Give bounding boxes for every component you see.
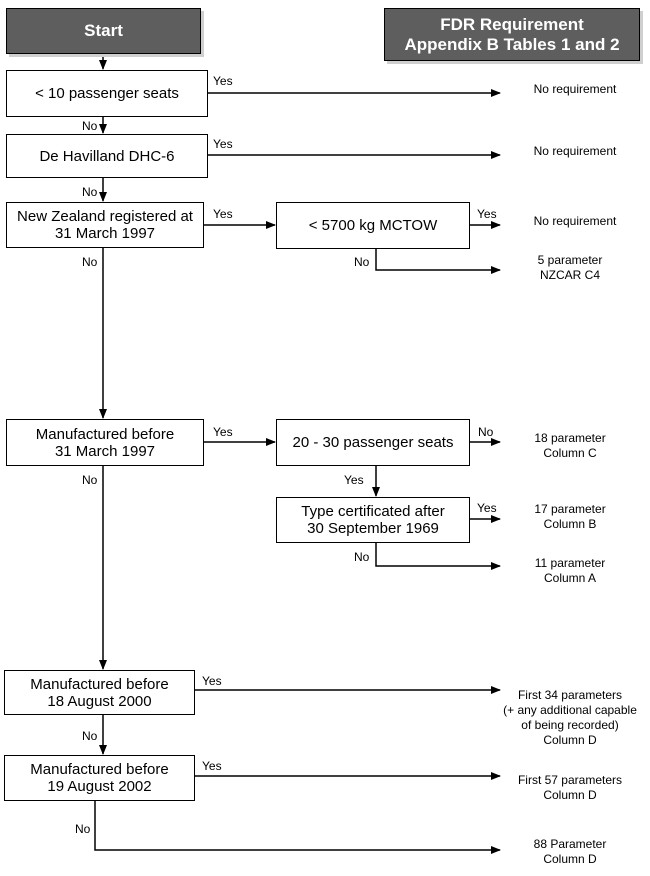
start-box: Start bbox=[6, 8, 201, 54]
arrow-mctow-no bbox=[375, 249, 501, 274]
yes-label: Yes bbox=[213, 137, 233, 151]
decision-label: Manufactured before 31 March 1997 bbox=[35, 425, 175, 460]
decision-type-certificated-after-1969: Type certificated after 30 September 196… bbox=[276, 497, 470, 543]
decision-label: Type certificated after 30 September 196… bbox=[301, 503, 445, 537]
decision-label: < 5700 kg MCTOW bbox=[308, 217, 438, 234]
no-label: No bbox=[354, 550, 370, 564]
outcome-first-57-parameters-column-d: First 57 parameters Column D bbox=[517, 773, 623, 802]
yes-label: Yes bbox=[213, 74, 233, 88]
header-title-line1: FDR Requirement bbox=[440, 14, 584, 34]
decision-label: < 10 passenger seats bbox=[35, 85, 179, 102]
no-label: No bbox=[82, 255, 98, 269]
decision-label: New Zealand registered at 31 March 1997 bbox=[17, 208, 193, 242]
yes-label: Yes bbox=[202, 674, 222, 688]
decision-manufactured-before-1997: Manufactured before 31 March 1997 bbox=[6, 419, 204, 466]
outcome-no-requirement: No requirement bbox=[533, 82, 617, 96]
decision-manufactured-before-2002: Manufactured before 19 August 2002 bbox=[4, 755, 195, 801]
outcome-no-requirement: No requirement bbox=[533, 214, 617, 228]
arrow-mfg2002-no bbox=[94, 801, 501, 854]
yes-label: Yes bbox=[213, 207, 233, 221]
no-label: No bbox=[82, 473, 98, 487]
no-label: No bbox=[82, 119, 98, 133]
yes-label: Yes bbox=[477, 501, 497, 515]
yes-label: Yes bbox=[477, 207, 497, 221]
decision-label: 20 - 30 passenger seats bbox=[292, 434, 454, 451]
no-label: No bbox=[82, 729, 98, 743]
arrow-typecert-no bbox=[375, 543, 501, 570]
no-label: No bbox=[75, 822, 91, 836]
outcome-first-34-parameters-column-d: First 34 parameters (+ any additional ca… bbox=[503, 688, 637, 747]
header-title-line2: Appendix B Tables 1 and 2 bbox=[404, 34, 620, 54]
decision-label: De Havilland DHC-6 bbox=[39, 147, 175, 165]
outcome-18-parameter-column-c: 18 parameter Column C bbox=[534, 431, 606, 460]
decision-passenger-seats-under-10: < 10 passenger seats bbox=[6, 70, 208, 117]
decision-de-havilland-dhc6: De Havilland DHC-6 bbox=[6, 134, 208, 178]
yes-label: Yes bbox=[344, 473, 364, 487]
outcome-17-parameter-column-b: 17 parameter Column B bbox=[534, 502, 606, 531]
no-label: No bbox=[478, 425, 494, 439]
decision-manufactured-before-2000: Manufactured before 18 August 2000 bbox=[4, 670, 195, 715]
yes-label: Yes bbox=[213, 425, 233, 439]
no-label: No bbox=[82, 185, 98, 199]
yes-label: Yes bbox=[202, 759, 222, 773]
decision-mctow-under-5700kg: < 5700 kg MCTOW bbox=[276, 202, 470, 249]
decision-label: Manufactured before 19 August 2002 bbox=[30, 761, 169, 795]
decision-20-30-passenger-seats: 20 - 30 passenger seats bbox=[276, 419, 470, 466]
outcome-11-parameter-column-a: 11 parameter Column A bbox=[534, 556, 606, 585]
decision-nz-registered: New Zealand registered at 31 March 1997 bbox=[6, 202, 204, 248]
outcome-no-requirement: No requirement bbox=[533, 144, 617, 158]
no-label: No bbox=[354, 255, 370, 269]
start-label: Start bbox=[84, 21, 123, 40]
outcome-88-parameter-column-d: 88 Parameter Column D bbox=[533, 837, 607, 866]
outcome-5-parameter-nzcar-c4: 5 parameter NZCAR C4 bbox=[537, 253, 603, 282]
decision-label: Manufactured before 18 August 2000 bbox=[30, 675, 169, 710]
